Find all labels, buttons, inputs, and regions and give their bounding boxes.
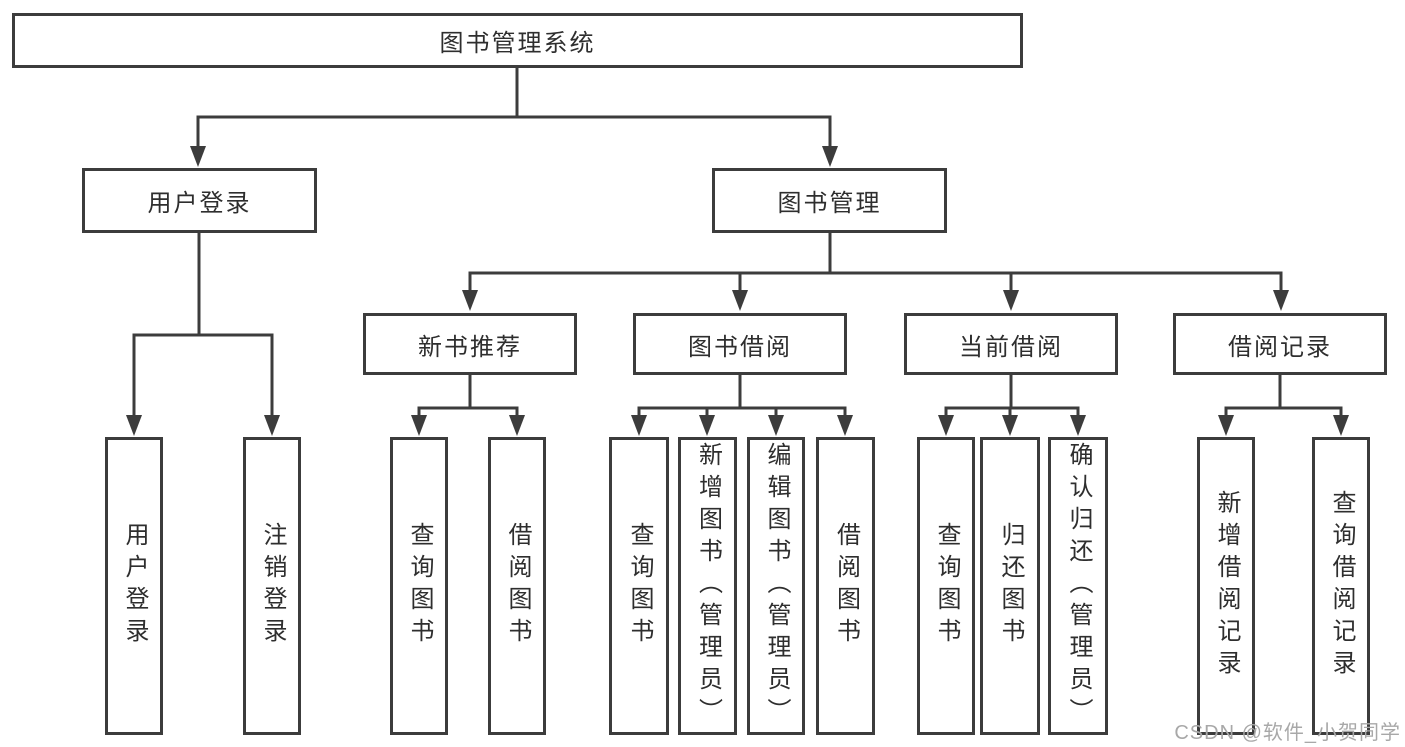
arrowhead-icon <box>264 415 280 436</box>
node-label: 确认归还（管理员） <box>1065 442 1092 730</box>
arrowhead-icon <box>822 146 838 167</box>
leaf-br-query-record: 查询借阅记录 <box>1312 437 1370 735</box>
arrowhead-icon <box>1333 415 1349 436</box>
node-label: 图书借阅 <box>688 333 792 361</box>
arrowhead-icon <box>462 290 478 311</box>
node-label: 查询图书 <box>626 522 653 650</box>
node-book-borrowing: 图书借阅 <box>633 313 847 375</box>
arrowhead-icon <box>1003 290 1019 311</box>
node-label: 查询借阅记录 <box>1328 490 1355 682</box>
leaf-bb-edit-books-admin: 编辑图书（管理员） <box>747 437 805 735</box>
node-label: 新增借阅记录 <box>1213 490 1240 682</box>
arrowhead-icon <box>411 415 427 436</box>
leaf-cb-query-books: 查询图书 <box>917 437 975 735</box>
leaf-bb-query-books: 查询图书 <box>609 437 669 735</box>
node-label: 借阅图书 <box>832 522 860 650</box>
arrowhead-icon <box>837 415 853 436</box>
leaf-user-login: 用户登录 <box>105 437 163 735</box>
node-user-login: 用户登录 <box>82 168 317 233</box>
node-current-borrowing: 当前借阅 <box>904 313 1118 375</box>
node-label: 新增图书（管理员） <box>694 442 722 730</box>
node-label: 图书管理系统 <box>439 30 596 57</box>
node-label: 归还图书 <box>997 522 1024 650</box>
arrowhead-icon <box>1070 415 1086 436</box>
node-label: 注销登录 <box>259 522 286 650</box>
arrowhead-icon <box>732 290 748 311</box>
node-label: 当前借阅 <box>959 333 1063 361</box>
node-label: 新书推荐 <box>418 333 522 361</box>
leaf-logout: 注销登录 <box>243 437 301 735</box>
node-borrowing-records: 借阅记录 <box>1173 313 1387 375</box>
leaf-br-add-record: 新增借阅记录 <box>1197 437 1255 735</box>
arrowhead-icon <box>768 415 784 436</box>
arrowhead-icon <box>631 415 647 436</box>
connector-lines <box>132 67 1343 418</box>
arrowhead-icon <box>126 415 142 436</box>
node-label: 编辑图书（管理员） <box>763 442 790 730</box>
csdn-watermark: CSDN @软件_小贺同学 <box>1174 722 1401 744</box>
leaf-bb-add-books-admin: 新增图书（管理员） <box>678 437 737 735</box>
node-new-book-recommend: 新书推荐 <box>363 313 577 375</box>
leaf-bb-borrow-books: 借阅图书 <box>816 437 875 735</box>
node-label: 查询图书 <box>406 522 433 650</box>
arrowhead-icon <box>1002 415 1018 436</box>
node-label: 查询图书 <box>933 522 960 650</box>
arrowheads-group <box>126 146 1349 436</box>
leaf-nb-borrow-books: 借阅图书 <box>488 437 546 735</box>
node-label: 借阅图书 <box>504 522 531 650</box>
arrowhead-icon <box>1218 415 1234 436</box>
node-label: 图书管理 <box>777 190 882 217</box>
node-book-management: 图书管理 <box>712 168 947 233</box>
arrowhead-icon <box>699 415 715 436</box>
node-label: 用户登录 <box>147 190 252 217</box>
arrowhead-icon <box>509 415 525 436</box>
leaf-cb-return-books: 归还图书 <box>980 437 1040 735</box>
arrowhead-icon <box>938 415 954 436</box>
arrowhead-icon <box>190 146 206 167</box>
node-library-system: 图书管理系统 <box>12 13 1023 68</box>
node-label: 借阅记录 <box>1228 333 1332 361</box>
leaf-cb-confirm-return-admin: 确认归还（管理员） <box>1048 437 1108 735</box>
leaf-nb-query-books: 查询图书 <box>390 437 448 735</box>
node-label: 用户登录 <box>121 522 148 650</box>
arrowhead-icon <box>1273 290 1289 311</box>
